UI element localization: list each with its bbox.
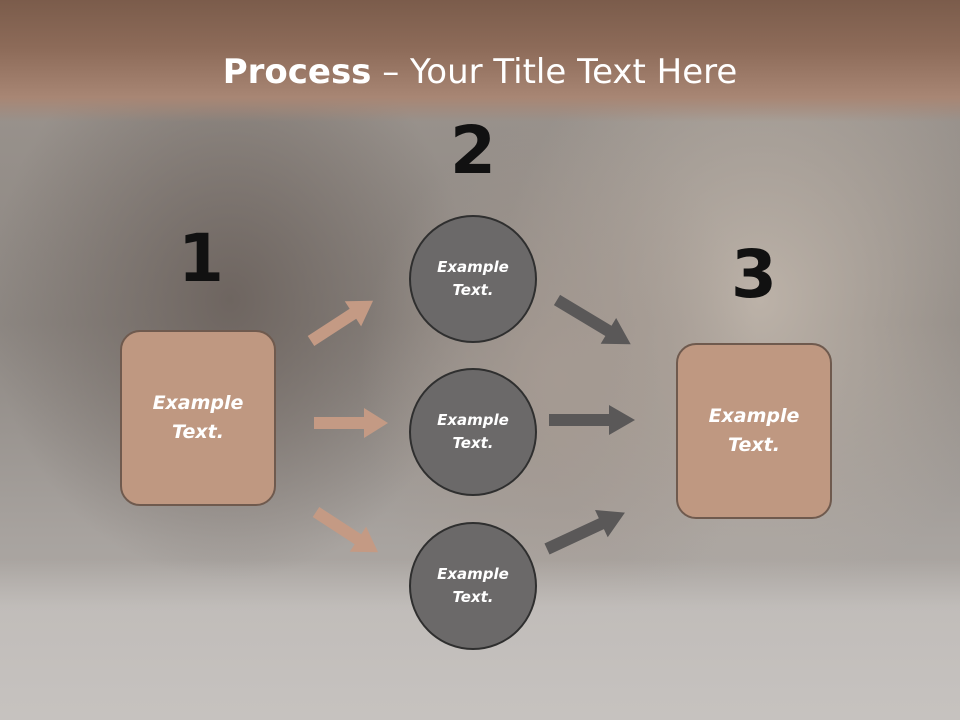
- arrow-right-down: [553, 294, 631, 345]
- box-step-3[interactable]: Example Text.: [676, 343, 832, 519]
- circle-step-2-top[interactable]: Example Text.: [409, 215, 537, 343]
- title-bold: Process: [222, 52, 372, 92]
- step-number-1: 1: [178, 220, 224, 297]
- right-arrows: [544, 294, 635, 555]
- step-number-2: 2: [450, 112, 496, 189]
- arrow-left-middle: [314, 408, 388, 438]
- circle-step-2-middle[interactable]: Example Text.: [409, 368, 537, 496]
- arrow-left-up: [307, 300, 374, 347]
- arrow-right-middle: [549, 405, 635, 435]
- arrow-left-down: [312, 506, 379, 553]
- box-step-1[interactable]: Example Text.: [120, 330, 276, 506]
- title-banner: [0, 0, 960, 122]
- step-number-3: 3: [731, 236, 777, 313]
- slide-title[interactable]: Process – Your Title Text Here: [0, 52, 960, 92]
- title-rest: – Your Title Text Here: [371, 52, 738, 92]
- arrow-right-up: [544, 510, 625, 555]
- left-arrows: [307, 300, 388, 553]
- circle-step-2-bottom[interactable]: Example Text.: [409, 522, 537, 650]
